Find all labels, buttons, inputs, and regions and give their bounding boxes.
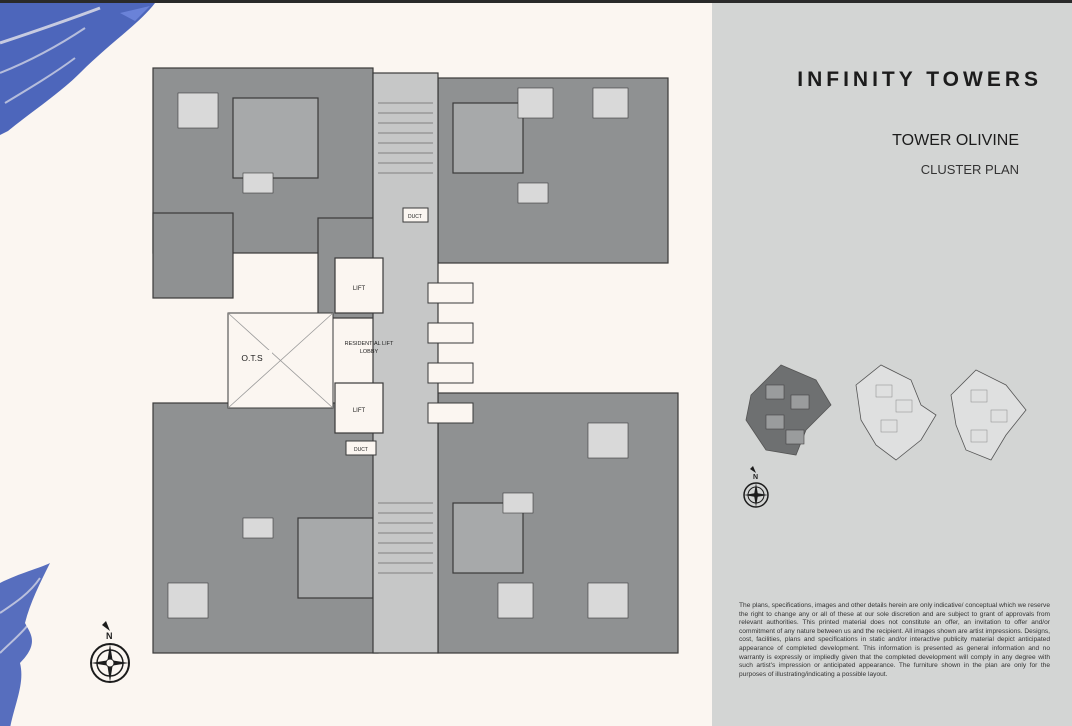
plan-type: CLUSTER PLAN bbox=[920, 162, 1019, 177]
duct-label-1: DUCT bbox=[354, 447, 368, 453]
tower-name: TOWER OLIVINE bbox=[892, 132, 1019, 149]
floor-plan-panel: O.T.S LIFT LIFT RESIDENTIAL LIFT LOBBY D… bbox=[0, 3, 712, 726]
project-title: INFINITY TOWERS bbox=[797, 68, 1042, 91]
cluster-floor-plan: O.T.S LIFT LIFT RESIDENTIAL LIFT LOBBY D… bbox=[152, 67, 679, 654]
key-plan-diagram bbox=[745, 364, 1027, 461]
north-arrow-icon: N bbox=[743, 466, 769, 508]
svg-text:N: N bbox=[753, 474, 758, 481]
info-panel: INFINITY TOWERS TOWER OLIVINE CLUSTER PL… bbox=[712, 3, 1072, 726]
top-border bbox=[0, 0, 1072, 3]
lobby-label-line2: LOBBY bbox=[360, 349, 379, 355]
lobby-label-line1: RESIDENTIAL LIFT bbox=[345, 341, 394, 347]
lift-label-1: LIFT bbox=[353, 286, 366, 292]
blue-brush-stroke-top bbox=[0, 3, 155, 135]
svg-text:N: N bbox=[106, 631, 113, 641]
legal-disclaimer: The plans, specifications, images and ot… bbox=[739, 602, 1050, 678]
compass-rose-icon: N bbox=[90, 621, 130, 683]
lift-label-2: LIFT bbox=[353, 408, 366, 414]
blue-brush-stroke-bottom bbox=[0, 563, 50, 726]
duct-label-2: DUCT bbox=[408, 214, 422, 220]
ots-label: O.T.S bbox=[241, 353, 263, 363]
